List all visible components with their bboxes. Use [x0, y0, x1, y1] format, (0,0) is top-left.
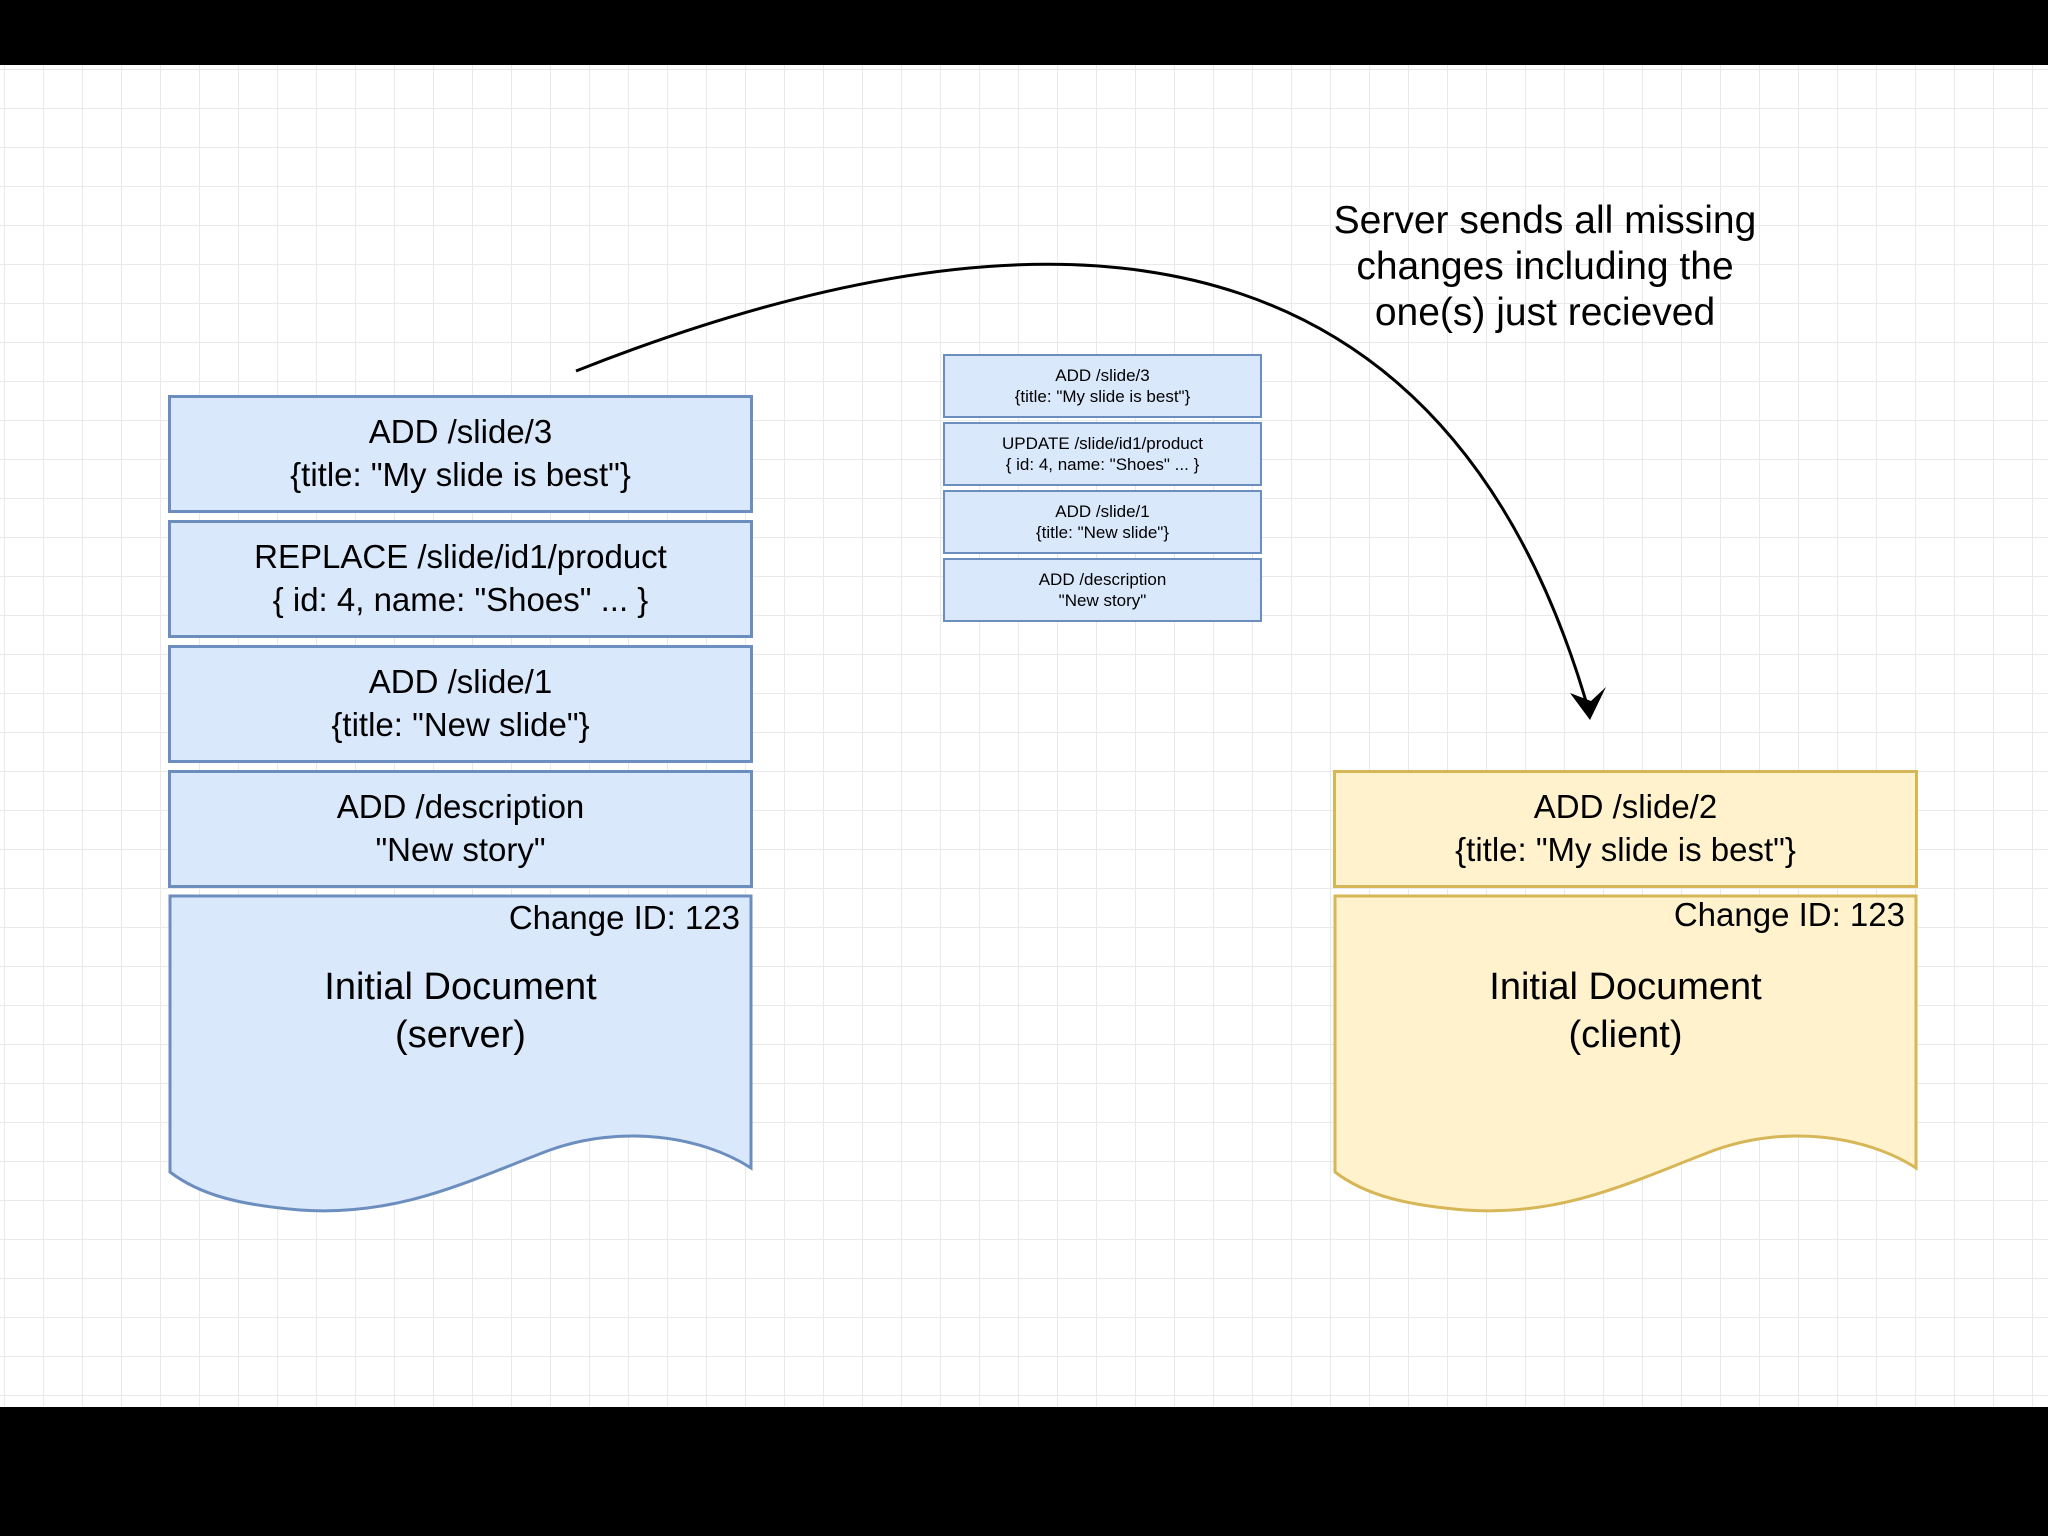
client-change-id: Change ID: 123 [1673, 896, 1905, 933]
server-change-value: "New story" [375, 831, 546, 868]
server-document-outline [168, 894, 753, 1213]
server-change-op: ADD /slide/3 [368, 413, 553, 451]
message-change-add-slide-1: ADD /slide/1 {title: "New slide"} [943, 490, 1262, 554]
server-change-add-description: ADD /description "New story" [168, 770, 753, 888]
server-change-replace-product: REPLACE /slide/id1/product { id: 4, name… [168, 520, 753, 638]
server-change-value: { id: 4, name: "Shoes" ... } [272, 581, 649, 618]
sync-arrow-head [1570, 687, 1606, 720]
server-change-add-slide-3: ADD /slide/3 {title: "My slide is best"} [168, 395, 753, 513]
server-change-id: Change ID: 123 [508, 899, 740, 936]
sync-arrow [575, 262, 1606, 720]
server-change-value: {title: "New slide"} [331, 706, 590, 743]
server-document-subtitle: (server) [395, 1014, 526, 1057]
server-change-value: {title: "My slide is best"} [290, 456, 631, 493]
diagram-canvas: Server sends all missing changes includi… [0, 65, 2048, 1407]
sync-caption-line-3: one(s) just recieved [1374, 291, 1716, 335]
server-change-op: ADD /slide/1 [368, 663, 553, 701]
server-document-label: Initial Document (server) [170, 963, 751, 1060]
message-change-op: ADD /description [1038, 569, 1167, 589]
sync-caption-line-1: Server sends all missing [1333, 199, 1757, 242]
client-change-value: {title: "My slide is best"} [1455, 831, 1796, 868]
message-change-value: {title: "My slide is best"} [1014, 387, 1191, 406]
server-change-op: REPLACE /slide/id1/product [254, 538, 667, 576]
message-change-add-slide-3: ADD /slide/3 {title: "My slide is best"} [943, 354, 1262, 418]
client-document-label: Initial Document (client) [1335, 963, 1916, 1060]
client-document-shape [1333, 894, 1918, 1213]
sync-arrow-curve [575, 262, 1592, 716]
server-change-op: ADD /description [336, 788, 585, 826]
message-change-value: "New story" [1058, 591, 1147, 610]
server-document-title: Initial Document [324, 966, 597, 1008]
message-change-op: ADD /slide/1 [1055, 501, 1150, 521]
client-document-subtitle: (client) [1568, 1014, 1683, 1057]
message-change-op: ADD /slide/3 [1055, 365, 1150, 385]
server-change-add-slide-1: ADD /slide/1 {title: "New slide"} [168, 645, 753, 763]
client-change-op: ADD /slide/2 [1533, 788, 1718, 826]
client-document-title: Initial Document [1489, 966, 1762, 1008]
message-change-op: UPDATE /slide/id1/product [1002, 433, 1203, 453]
client-document-outline [1333, 894, 1918, 1213]
sync-caption-line-2: changes including the [1356, 245, 1734, 289]
sync-caption: Server sends all missing changes includi… [1270, 198, 1820, 336]
server-document-shape [168, 894, 753, 1213]
message-change-update-product: UPDATE /slide/id1/product { id: 4, name:… [943, 422, 1262, 486]
message-change-value: { id: 4, name: "Shoes" ... } [1005, 455, 1200, 474]
message-change-add-description: ADD /description "New story" [943, 558, 1262, 622]
message-change-value: {title: "New slide"} [1035, 523, 1170, 542]
client-change-add-slide-2: ADD /slide/2 {title: "My slide is best"} [1333, 770, 1918, 888]
